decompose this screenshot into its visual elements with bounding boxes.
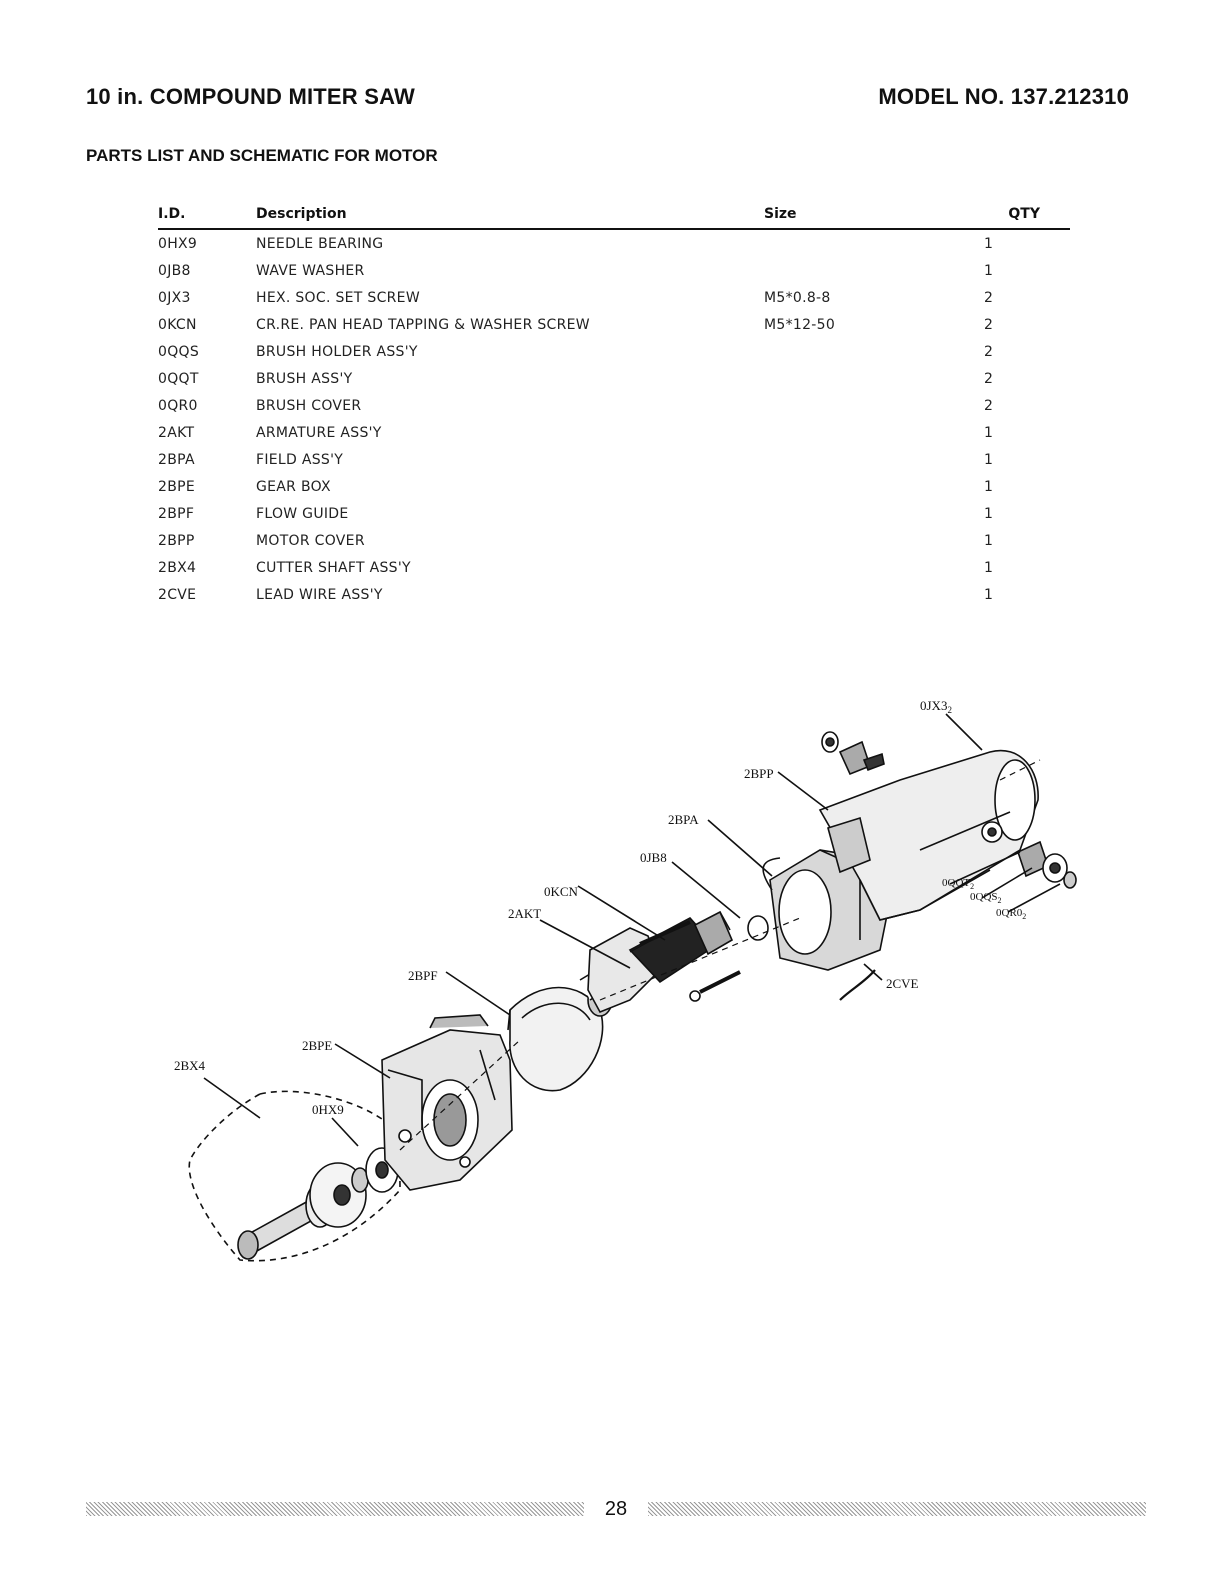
- label-2akt: 2AKT: [508, 906, 541, 921]
- label-0qr0: 0QR02: [996, 907, 1026, 921]
- cell-id: 0QQS: [158, 343, 200, 360]
- table-row: 2BPE GEAR BOX 1: [158, 473, 1070, 500]
- cell-description: GEAR BOX: [256, 478, 331, 495]
- label-2cve: 2CVE: [886, 976, 919, 991]
- table-row: 0KCN CR.RE. PAN HEAD TAPPING & WASHER SCR…: [158, 311, 1070, 338]
- brush-assembly-shape: [1017, 840, 1077, 889]
- col-id-header: I.D.: [158, 206, 186, 222]
- model-number: MODEL NO. 137.212310: [878, 84, 1129, 109]
- table-row: 0QR0 BRUSH COVER 2: [158, 392, 1070, 419]
- table-header: I.D. Description Size QTY: [158, 204, 1070, 230]
- cell-description: FLOW GUIDE: [256, 505, 349, 522]
- cell-description: ARMATURE ASS'Y: [256, 424, 382, 441]
- cell-id: 0JX3: [158, 289, 191, 306]
- cell-id: 2AKT: [158, 424, 195, 441]
- cell-id: 2CVE: [158, 586, 197, 603]
- label-0qqs: 0QQS2: [970, 891, 1002, 905]
- table-row: 2BPF FLOW GUIDE 1: [158, 500, 1070, 527]
- cell-id: 2BPP: [158, 532, 195, 549]
- col-description-header: Description: [256, 206, 347, 222]
- cell-qty: 2: [984, 316, 994, 333]
- cell-description: FIELD ASS'Y: [256, 451, 344, 468]
- label-2bpa: 2BPA: [668, 812, 699, 827]
- cutter-shaft-group-outline: [188, 1093, 401, 1262]
- table-row: 2CVE LEAD WIRE ASS'Y 1: [158, 581, 1070, 608]
- brush-assembly-shape: [821, 731, 885, 776]
- cell-description: CUTTER SHAFT ASS'Y: [256, 559, 411, 576]
- label-0qqt: 0QQT2: [942, 877, 974, 891]
- label-2bx4: 2BX4: [174, 1058, 206, 1073]
- cell-description: CR.RE. PAN HEAD TAPPING & WASHER SCREW: [256, 316, 590, 333]
- cell-qty: 1: [984, 424, 994, 441]
- cell-qty: 1: [984, 235, 994, 252]
- cell-description: BRUSH COVER: [256, 397, 362, 414]
- label-2bpf: 2BPF: [408, 968, 438, 983]
- footer-band-left: [86, 1502, 584, 1516]
- cell-qty: 1: [984, 559, 994, 576]
- screw-shape: [639, 920, 691, 946]
- gear-box-shape: [381, 1014, 513, 1191]
- cell-qty: 2: [984, 343, 994, 360]
- cell-id: 2BPF: [158, 505, 195, 522]
- table-row: 0HX9 NEEDLE BEARING 1: [158, 230, 1070, 257]
- cell-description: WAVE WASHER: [256, 262, 365, 279]
- cell-id: 0KCN: [158, 316, 197, 333]
- table-row: 0JX3 HEX. SOC. SET SCREW M5*0.8-8 2: [158, 284, 1070, 311]
- flow-guide-shape: [507, 986, 604, 1092]
- label-0kcn: 0KCN: [544, 884, 579, 899]
- cell-id: 2BPA: [158, 451, 195, 468]
- section-title: PARTS LIST AND SCHEMATIC FOR MOTOR: [86, 146, 438, 165]
- table-row: 0QQT BRUSH ASS'Y 2: [158, 365, 1070, 392]
- cell-description: BRUSH HOLDER ASS'Y: [256, 343, 418, 360]
- cell-size: M5*12-50: [764, 316, 836, 333]
- cell-qty: 2: [984, 370, 994, 387]
- table-row: 0JB8 WAVE WASHER 1: [158, 257, 1070, 284]
- cell-id: 0JB8: [158, 262, 191, 279]
- screw-shape: [699, 970, 741, 994]
- armature-shape: [579, 910, 734, 1017]
- table-row: 2BPP MOTOR COVER 1: [158, 527, 1070, 554]
- cell-id: 0QQT: [158, 370, 199, 387]
- cell-description: LEAD WIRE ASS'Y: [256, 586, 383, 603]
- cell-id: 2BX4: [158, 559, 197, 576]
- cell-qty: 1: [984, 262, 994, 279]
- col-qty-header: QTY: [1008, 206, 1040, 222]
- lead-wire-shape: [839, 969, 876, 1001]
- cell-qty: 1: [984, 505, 994, 522]
- col-size-header: Size: [764, 206, 797, 222]
- label-2bpp: 2BPP: [744, 766, 774, 781]
- cell-description: NEEDLE BEARING: [256, 235, 384, 252]
- parts-list-table: I.D. Description Size QTY 0HX9 NEEDLE BEA…: [158, 204, 1070, 608]
- cell-description: MOTOR COVER: [256, 532, 365, 549]
- cutter-shaft-shape: [237, 1162, 367, 1260]
- cell-qty: 1: [984, 451, 994, 468]
- motor-cover-shape: [818, 749, 1039, 921]
- table-row: 2BX4 CUTTER SHAFT ASS'Y 1: [158, 554, 1070, 581]
- cell-qty: 1: [984, 532, 994, 549]
- label-2bpe: 2BPE: [302, 1038, 332, 1053]
- cell-id: 0HX9: [158, 235, 198, 252]
- cell-qty: 2: [984, 289, 994, 306]
- footer-band-right: [648, 1502, 1146, 1516]
- table-row: 2BPA FIELD ASS'Y 1: [158, 446, 1070, 473]
- motor-exploded-schematic: 0JX32 2BPP 2BPA 0JB8 0KCN 2AKT 2BPF 2BPE…: [174, 700, 1077, 1262]
- cell-id: 0QR0: [158, 397, 198, 414]
- label-0hx9: 0HX9: [312, 1102, 344, 1117]
- page-number: 28: [604, 1497, 628, 1520]
- cell-description: BRUSH ASS'Y: [256, 370, 353, 387]
- table-row: 0QQS BRUSH HOLDER ASS'Y 2: [158, 338, 1070, 365]
- cell-qty: 1: [984, 478, 994, 495]
- wave-washer-shape: [747, 915, 769, 941]
- table-row: 2AKT ARMATURE ASS'Y 1: [158, 419, 1070, 446]
- cell-qty: 1: [984, 586, 994, 603]
- page-footer: 28: [86, 1496, 1146, 1522]
- label-0jb8: 0JB8: [640, 850, 667, 865]
- label-0jx3: 0JX32: [920, 700, 952, 715]
- cell-description: HEX. SOC. SET SCREW: [256, 289, 420, 306]
- cell-qty: 2: [984, 397, 994, 414]
- document-title: 10 in. COMPOUND MITER SAW: [86, 84, 415, 109]
- cell-id: 2BPE: [158, 478, 195, 495]
- cell-size: M5*0.8-8: [764, 289, 831, 306]
